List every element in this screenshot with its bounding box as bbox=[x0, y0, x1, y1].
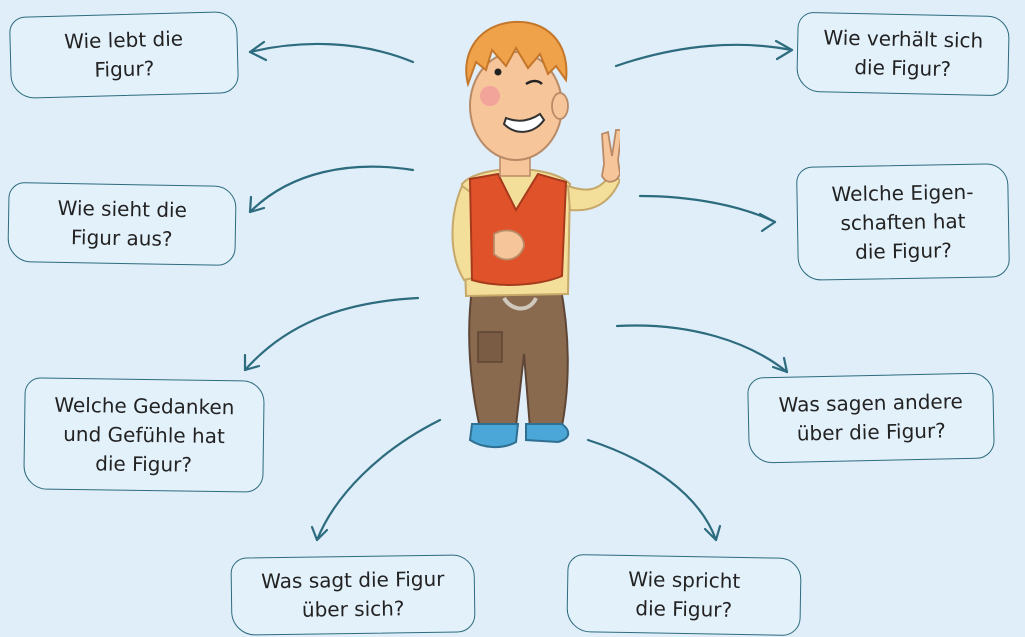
box-sagt-line1: Was sagt die Figur bbox=[261, 566, 445, 594]
box-sieht-line1: Wie sieht die bbox=[57, 195, 188, 223]
winking-eye bbox=[525, 79, 543, 86]
box-gedanken-line3: die Figur? bbox=[95, 450, 193, 477]
box-gedanken-line1: Welche Gedanken bbox=[54, 392, 235, 419]
right-arm bbox=[566, 172, 620, 212]
cheek bbox=[480, 86, 500, 106]
box-verhaelt-line1: Wie verhält sich bbox=[823, 25, 984, 53]
arrow-to-eigen bbox=[638, 194, 777, 233]
left-eye bbox=[494, 68, 502, 76]
arrow-to-sagt bbox=[310, 418, 442, 542]
trousers bbox=[468, 282, 569, 430]
left-hand bbox=[493, 229, 525, 261]
waving-hand bbox=[601, 129, 620, 183]
ear bbox=[551, 92, 569, 120]
box-eigenschaften-line1: Welche Eigen- bbox=[831, 179, 974, 206]
box-gedanken-line2: und Gefühle hat bbox=[63, 421, 225, 448]
box-spricht-line1: Wie spricht bbox=[628, 567, 741, 593]
box-spricht: Wie spricht die Figur? bbox=[566, 553, 802, 637]
box-sagt-line2: über sich? bbox=[301, 596, 405, 622]
hair bbox=[465, 20, 568, 88]
box-eigenschaften-line3: die Figur? bbox=[854, 237, 953, 264]
vest bbox=[468, 172, 568, 286]
box-sieht-line2: Figur aus? bbox=[70, 225, 173, 251]
box-gedanken: Welche Gedanken und Gefühle hat die Figu… bbox=[23, 377, 265, 493]
right-shoe bbox=[525, 423, 570, 444]
arrow-to-spricht bbox=[586, 438, 722, 542]
grin bbox=[502, 112, 546, 133]
box-andere-line1: Was sagen andere bbox=[778, 389, 964, 417]
left-shoe bbox=[468, 423, 520, 448]
box-andere: Was sagen andere über die Figur? bbox=[747, 372, 995, 464]
arrow-to-lebt bbox=[248, 40, 415, 64]
box-verhaelt-line2: die Figur? bbox=[854, 54, 952, 82]
arrow-to-gedanken bbox=[243, 296, 420, 372]
arrow-to-sieht bbox=[248, 165, 415, 214]
box-eigenschaften-line2: schaften hat bbox=[840, 208, 966, 235]
box-spricht-line2: die Figur? bbox=[635, 596, 733, 622]
box-andere-line2: über die Figur? bbox=[796, 418, 947, 446]
arrow-to-andere bbox=[615, 324, 789, 374]
arrow-to-verhaelt bbox=[614, 39, 794, 68]
box-eigenschaften: Welche Eigen- schaften hat die Figur? bbox=[796, 163, 1010, 281]
box-lebt: Wie lebt die Figur? bbox=[8, 11, 240, 99]
box-lebt-line1: Wie lebt die bbox=[63, 26, 184, 54]
trouser-pocket bbox=[477, 331, 503, 363]
box-verhaelt: Wie verhält sich die Figur? bbox=[796, 11, 1010, 97]
belt-loop bbox=[502, 296, 538, 311]
boy-figure-illustration bbox=[451, 20, 620, 448]
box-sagt: Was sagt die Figur über sich? bbox=[230, 554, 476, 636]
box-lebt-line2: Figur? bbox=[94, 56, 155, 82]
box-sieht: Wie sieht die Figur aus? bbox=[7, 182, 237, 266]
